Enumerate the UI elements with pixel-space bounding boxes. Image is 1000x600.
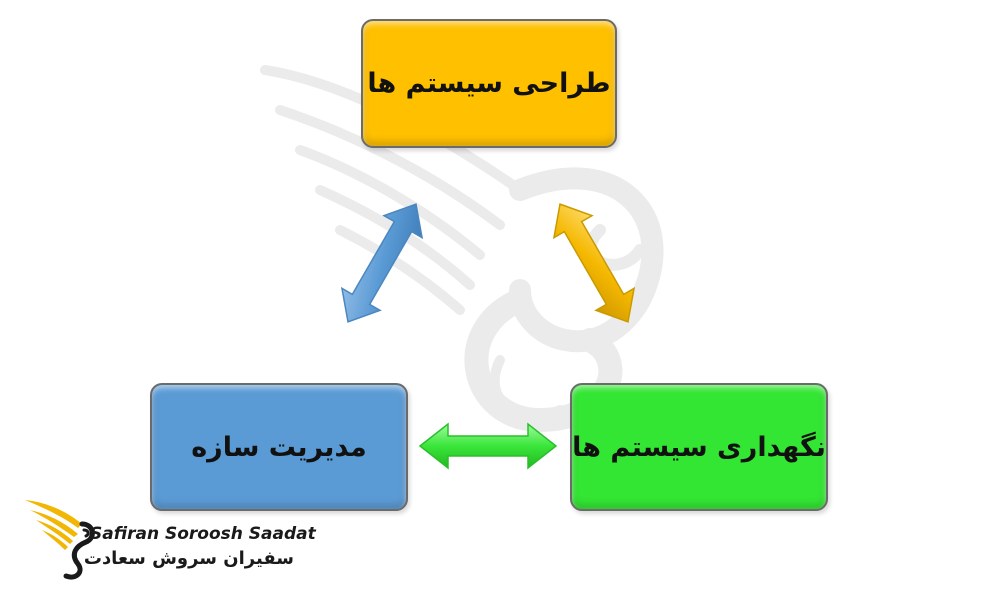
company-logo: Safiran Soroosh Saadat سفیران سروش سعادت: [20, 494, 316, 584]
logo-name-persian: سفیران سروش سعادت: [83, 548, 294, 569]
node-structure-management-label: مدیریت سازه: [191, 431, 367, 463]
logo-name-english: Safiran Soroosh Saadat: [90, 524, 316, 544]
wing-logo-icon: [25, 500, 95, 580]
arrow-management-maintenance: [418, 422, 558, 470]
wing-s-logo-icon: [260, 65, 664, 433]
node-structure-management: مدیریت سازه: [150, 383, 408, 511]
arrow-management-design: [340, 203, 424, 323]
arrow-design-maintenance: [552, 203, 636, 323]
node-system-design-label: طراحی سیستم ها: [367, 68, 611, 99]
node-system-maintenance: نگهداری سیستم ها: [570, 383, 828, 511]
node-system-maintenance-label: نگهداری سیستم ها: [572, 431, 826, 463]
node-system-design: طراحی سیستم ها: [361, 19, 617, 148]
